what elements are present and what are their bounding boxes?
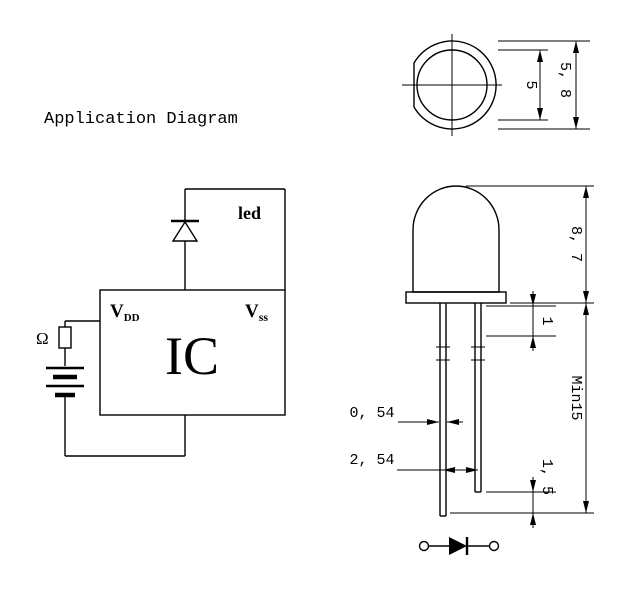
lead-right — [471, 303, 485, 493]
led-diode-symbol — [171, 220, 199, 242]
ic-label: IC — [165, 326, 219, 386]
application-diagram-section: Application Diagram VDD Vss IC led Ω — [36, 110, 286, 457]
vss-sub: ss — [259, 310, 269, 324]
dim-standoff: 1 — [538, 316, 555, 325]
led-side-view: 8, 7 Min15 1 1, 5 0, 54 2, 54 — [349, 185, 594, 528]
lead-left — [436, 303, 450, 517]
application-diagram-title: Application Diagram — [44, 110, 238, 129]
led-top-view: 5 5, 8 — [402, 34, 590, 136]
dim-lead-width: 0, 54 — [349, 405, 394, 422]
dim-epoxy-height: 8, 7 — [567, 226, 584, 262]
anode-terminal — [418, 540, 430, 552]
dim-lead-length: Min15 — [567, 375, 584, 420]
vss-label: Vss — [245, 301, 268, 324]
vdd-sub: DD — [124, 312, 140, 324]
led-body-outline — [412, 185, 500, 293]
vdd-main: V — [110, 301, 124, 322]
led-label: led — [238, 203, 261, 223]
cathode-terminal — [488, 540, 500, 552]
resistor-label: Ω — [36, 329, 49, 348]
polarity-symbol — [418, 537, 500, 555]
vdd-label: VDD — [110, 301, 140, 324]
resistor-symbol — [58, 326, 72, 349]
vss-main: V — [245, 301, 259, 322]
battery-symbol — [46, 366, 84, 398]
dim-inner-diameter: 5 — [522, 80, 539, 89]
led-flange — [405, 291, 507, 304]
ic-box — [99, 289, 286, 416]
top-view-inner-circle — [416, 49, 488, 121]
diode-triangle — [449, 537, 467, 555]
dim-outer-diameter: 5, 8 — [556, 62, 573, 98]
dim-lead-tip-diff: 1, 5 — [538, 459, 555, 495]
dim-lead-pitch: 2, 54 — [349, 452, 394, 469]
top-view-outline — [413, 40, 497, 130]
